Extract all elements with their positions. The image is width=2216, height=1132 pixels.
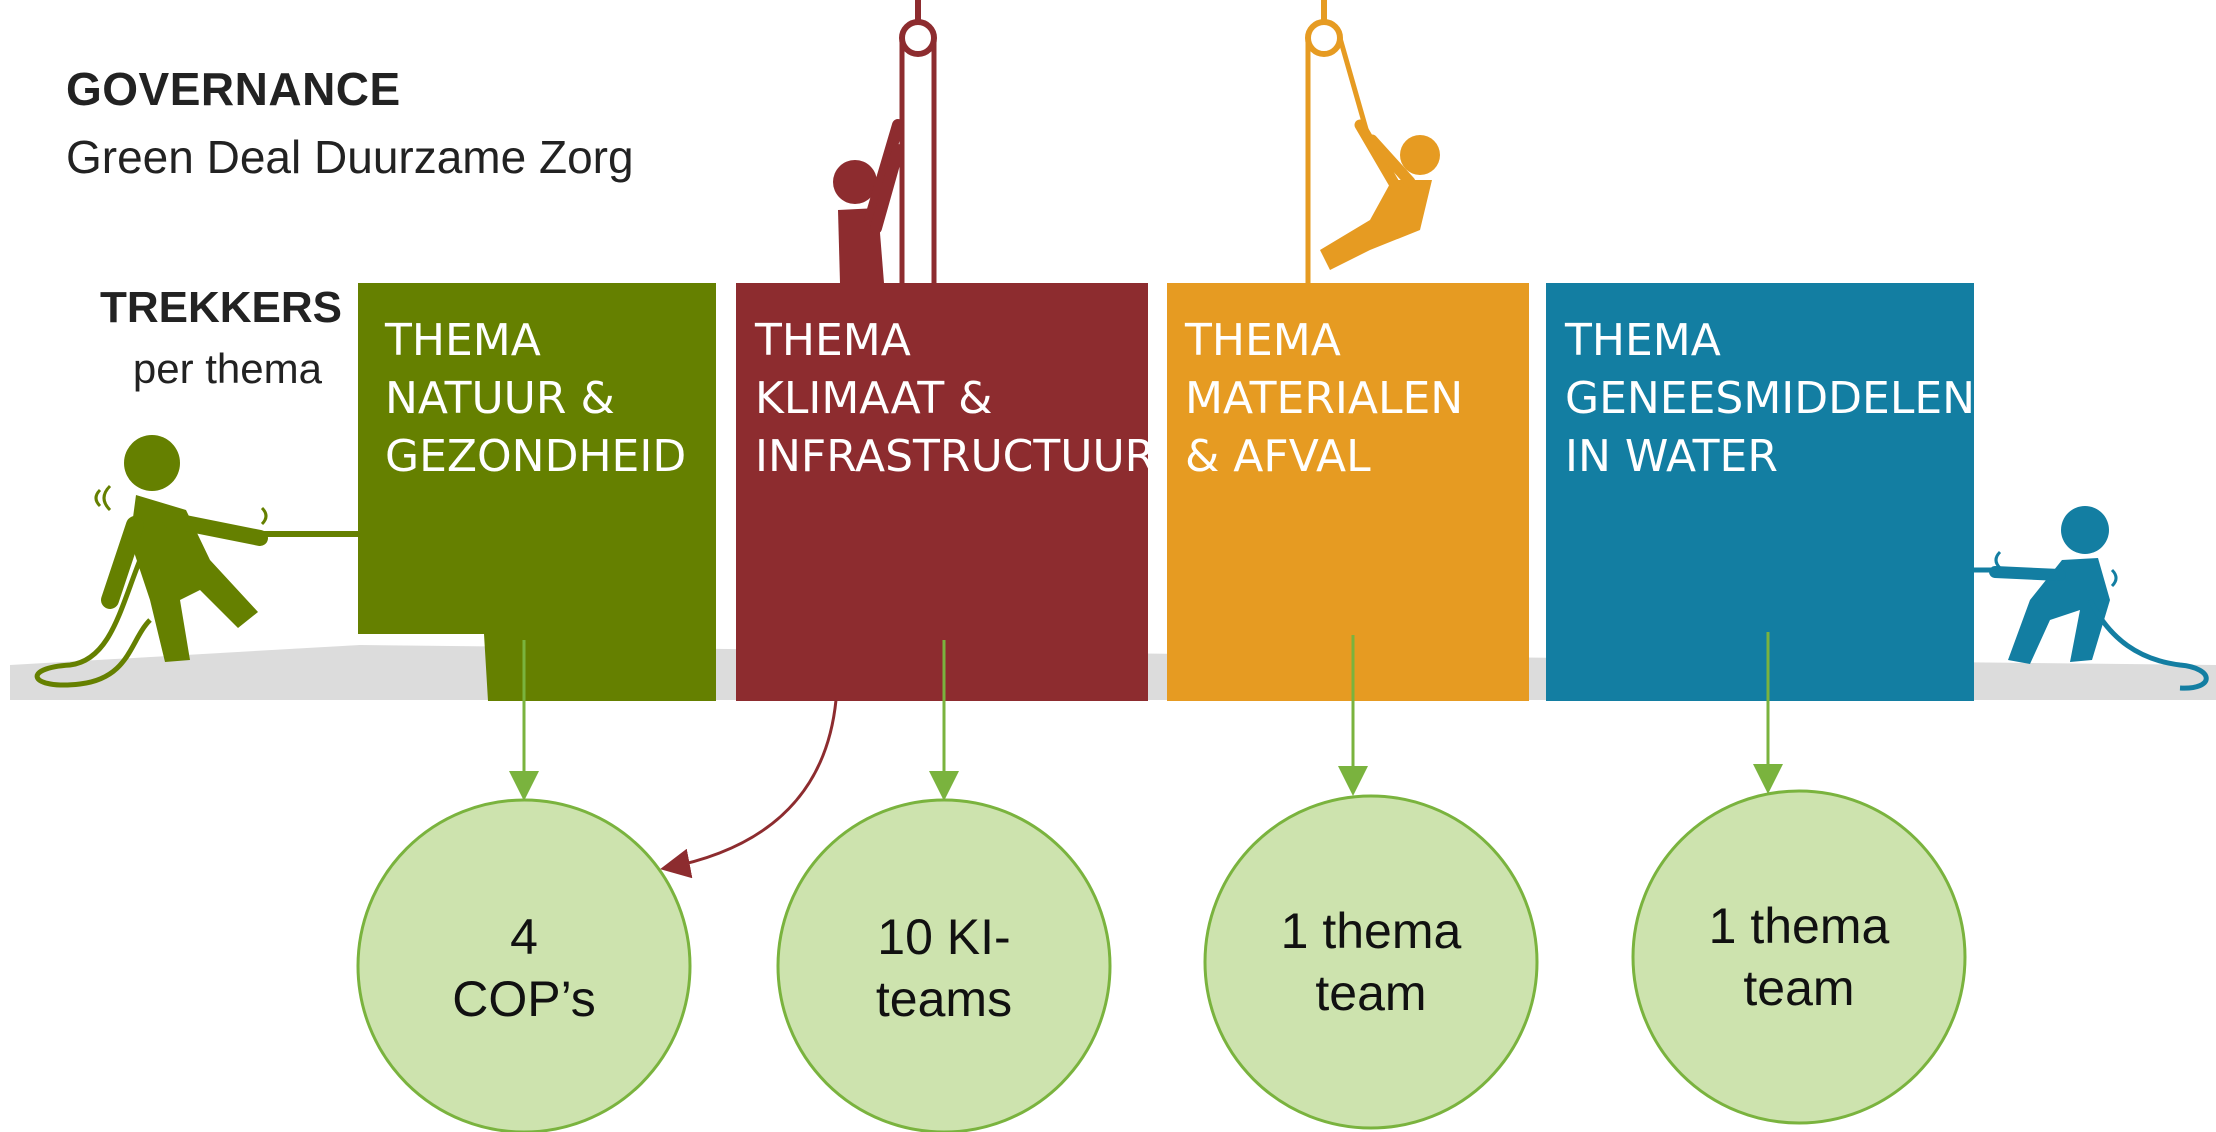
- green-puller-icon: [34, 435, 360, 688]
- red-climber-icon: [833, 0, 937, 283]
- theme-panel-natuur: [358, 283, 716, 701]
- theme-panel-geneesmiddelen: [1546, 283, 1974, 701]
- team-label-ki-teams: 10 KI-teams: [875, 909, 1013, 1027]
- theme-panel-klimaat: [736, 283, 1148, 701]
- theme-panel-materialen: [1167, 283, 1529, 701]
- team-circle-cops: [356, 798, 692, 1132]
- trekkers-sublabel: per thema: [132, 345, 322, 392]
- trekkers-label: TREKKERS: [100, 283, 343, 332]
- page-subtitle: Green Deal Duurzame Zorg: [66, 131, 634, 183]
- team-circle-ki-teams: [776, 798, 1112, 1132]
- page-title: GOVERNANCE: [66, 63, 401, 115]
- team-circle-geneesmiddelen: [1631, 789, 1967, 1125]
- blue-puller-icon: [1974, 506, 2209, 691]
- orange-climber-icon: [1305, 0, 1440, 283]
- team-circle-materialen: [1203, 794, 1539, 1130]
- arrow-klimaat-to-cops: [660, 699, 838, 879]
